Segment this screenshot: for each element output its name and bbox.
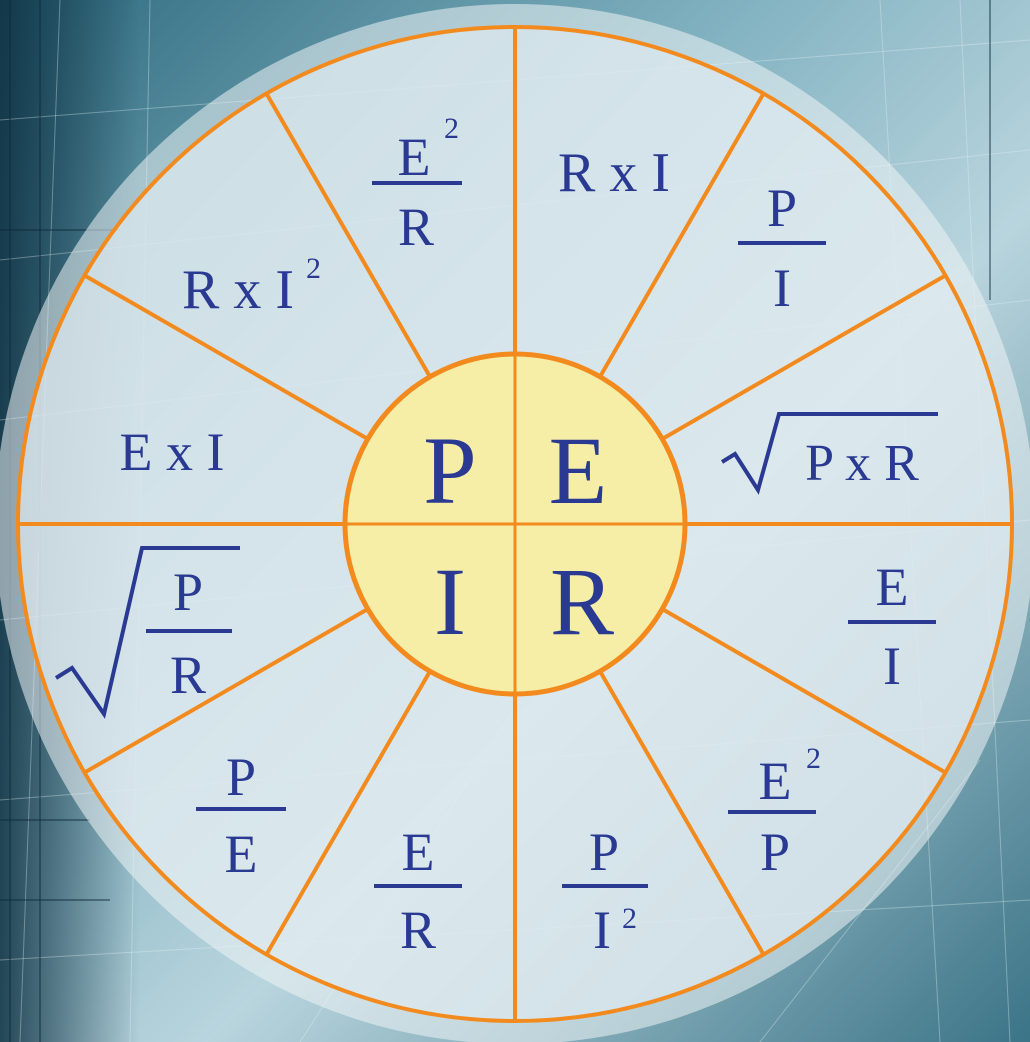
formula-numerator: P — [226, 747, 256, 807]
fraction-bar — [738, 241, 826, 245]
formula-exponent: 2 — [444, 112, 459, 145]
hub-letter-p: P — [423, 417, 476, 524]
formula-radicand: P x R — [805, 435, 919, 492]
formula-numerator: P — [767, 178, 797, 238]
formula-exponent: 2 — [806, 742, 821, 775]
formula-denominator: I — [593, 900, 611, 960]
formula-denominator: R — [398, 197, 434, 257]
formula-base: R x I — [182, 259, 294, 321]
fraction-bar — [728, 810, 816, 814]
formula-exponent: 2 — [622, 902, 637, 935]
fraction-bar — [146, 629, 232, 633]
fraction-bar — [374, 884, 462, 888]
formula-numerator: E — [759, 751, 792, 811]
formula-numerator: P — [589, 822, 619, 882]
formula-numerator: E — [876, 557, 909, 617]
formula-numerator: P — [173, 562, 203, 622]
formula-denominator: E — [225, 824, 258, 884]
formula-denominator: R — [400, 900, 436, 960]
hub-letter-i: I — [434, 548, 466, 655]
fraction-bar — [562, 884, 648, 888]
formula-exponent: 2 — [306, 252, 321, 285]
formula-numerator: E — [398, 127, 431, 187]
fraction-bar — [196, 807, 286, 811]
formula-denominator: P — [760, 822, 790, 882]
formula-denominator: I — [773, 258, 791, 318]
formula-e-times-i: E x I — [120, 422, 225, 482]
hub-letter-e: E — [549, 417, 608, 524]
formula-denominator: I — [883, 636, 901, 696]
formula-numerator: E — [402, 822, 435, 882]
formula-r-times-i: R x I — [558, 142, 670, 204]
formula-denominator: R — [170, 645, 206, 705]
fraction-bar — [372, 181, 462, 185]
fraction-bar — [848, 620, 936, 624]
hub-letter-r: R — [550, 548, 614, 655]
